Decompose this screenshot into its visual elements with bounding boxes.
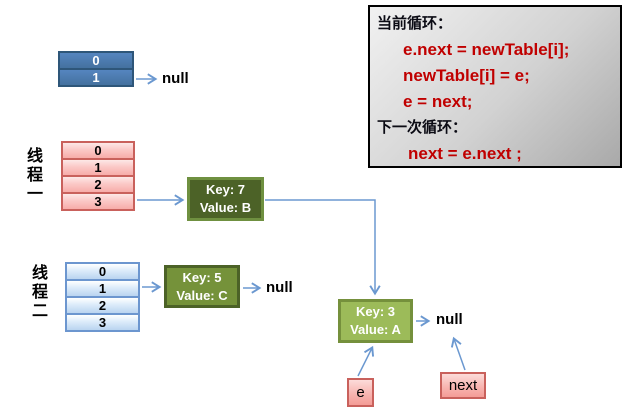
null-label-mid: null	[266, 279, 293, 296]
node-key5-value: Value: C	[176, 287, 228, 303]
thread2-label: 线程二	[29, 264, 46, 321]
thread1-table: 0 1 2 3	[61, 141, 135, 211]
arrow-e-to-key3	[357, 345, 375, 377]
node-key5-key: Key: 5	[182, 269, 222, 285]
node-key3: Key: 3 Value: A	[338, 299, 413, 343]
node-key7-value: Value: B	[199, 200, 252, 215]
code-line-newtable-assign: newTable[i] = e;	[403, 66, 530, 85]
code-line-enext-assign: e.next = newTable[i];	[403, 40, 570, 59]
thread2-table: 0 1 2 3	[65, 262, 140, 332]
arrow-next-to-null	[450, 336, 466, 371]
pointer-box-next: next	[440, 372, 486, 399]
node-key5: Key: 5 Value: C	[164, 265, 240, 308]
node-key3-value: Value: A	[350, 322, 401, 337]
next-loop-title: 下一次循环：	[377, 119, 468, 136]
code-line-e-assign: e = next;	[403, 92, 473, 111]
resized-table-row-1: 1	[58, 68, 134, 87]
pointer-box-e: e	[347, 378, 374, 407]
code-panel: 当前循环： e.next = newTable[i]; newTable[i] …	[368, 5, 622, 168]
thread1-label: 线程一	[24, 147, 41, 204]
thread2-table-row-3: 3	[65, 313, 140, 332]
node-key7-key: Key: 7	[205, 182, 246, 197]
code-line-next-assign: next = e.next ;	[408, 144, 522, 163]
current-loop-title: 当前循环：	[377, 15, 453, 32]
resized-table: 0 1	[58, 51, 134, 87]
null-label-top: null	[162, 70, 189, 87]
node-key7: Key: 7 Value: B	[187, 177, 264, 221]
null-label-bottom: null	[436, 311, 463, 328]
thread1-table-row-3: 3	[61, 192, 135, 211]
node-key3-key: Key: 3	[355, 304, 396, 319]
